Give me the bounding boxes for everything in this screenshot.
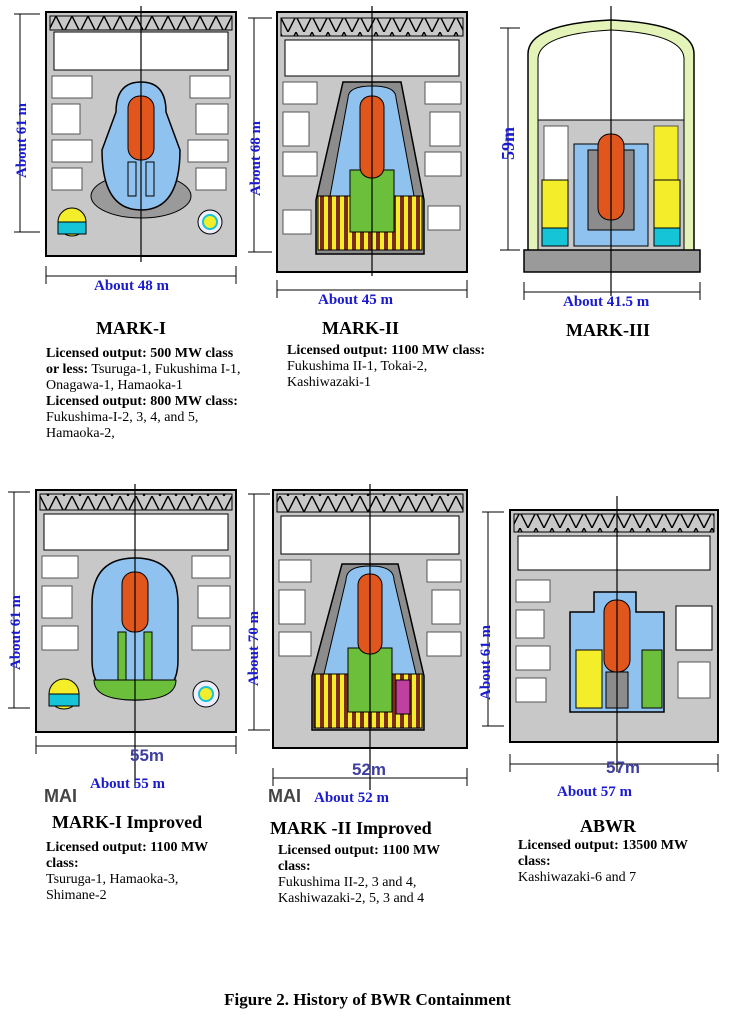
abwr-building xyxy=(509,496,719,772)
mark1-improved-height-label: About 61 m xyxy=(8,594,24,670)
mark1-width-label: About 48 m xyxy=(94,278,170,294)
mark1-improved-sketch-width: 55m xyxy=(130,746,165,765)
mark1-dimension-lines xyxy=(14,13,237,284)
abwr-dimension-lines xyxy=(482,511,719,772)
mark2-improved-partial-title: MAI xyxy=(268,786,301,806)
mark1-building xyxy=(45,6,237,262)
abwr-info-entry-1: Licensed output: 13500 MW class: xyxy=(518,838,688,869)
mark1-info: Licensed output: 500 MW class or less: T… xyxy=(46,346,246,442)
mark3-width-label: About 41.5 m xyxy=(563,294,650,310)
mark2-improved-info: Licensed output: 1100 MW class: Fukushim… xyxy=(278,843,458,907)
mark1-improved-building xyxy=(35,484,237,788)
mark1-improved-width-label: About 55 m xyxy=(90,776,166,792)
mark2-improved-title: MARK -II Improved xyxy=(270,818,432,838)
mark2-width-label: About 45 m xyxy=(318,292,394,308)
mark2-improved-info-entry-1: Licensed output: 1100 MW class: xyxy=(278,843,440,874)
mark2-improved-dimension-lines xyxy=(248,493,468,786)
mark1-improved-info-entry-1: Licensed output: 1100 MW class: xyxy=(46,840,208,871)
mark2-improved-info-entry-2: Fukushima II-2, 3 and 4, Kashiwazaki-2, … xyxy=(278,875,425,906)
mark2-info-entry-1: Licensed output: 1100 MW class: Fukushim… xyxy=(287,343,486,390)
abwr-width-label: About 57 m xyxy=(557,784,633,800)
mark1-improved-info-entry-2: Tsuruga-1, Hamaoka-3, Shimane-2 xyxy=(46,872,179,903)
mark1-height-label: About 61 m xyxy=(14,102,30,178)
mark2-height-label: About 68 m xyxy=(248,120,264,196)
abwr-sketch-width: 57m xyxy=(606,758,641,777)
figure-caption: Figure 2. History of BWR Containment xyxy=(224,990,511,1009)
mark2-dimension-lines xyxy=(248,17,468,298)
mark1-improved-partial-title: MAI xyxy=(44,786,77,806)
mark1-improved-info: Licensed output: 1100 MW class: Tsuruga-… xyxy=(46,840,226,904)
mark2-improved-sketch-width: 52m xyxy=(352,760,387,779)
abwr-info-entry-2: Kashiwazaki-6 and 7 xyxy=(518,870,637,885)
mark1-info-entry-1: Licensed output: 500 MW class or less: T… xyxy=(46,346,241,393)
mark3-height-label: 59m xyxy=(498,127,518,160)
mark2-improved-building xyxy=(272,484,468,790)
mark2-info: Licensed output: 1100 MW class: Fukushim… xyxy=(287,343,487,391)
mark2-building xyxy=(276,6,468,276)
mark1-info-entry-2: Licensed output: 800 MW class: Fukushima… xyxy=(46,394,238,441)
mark2-improved-height-label: About 70 m xyxy=(246,610,262,686)
mark3-dimension-lines xyxy=(500,27,701,300)
mark3-title: MARK-III xyxy=(566,320,650,340)
mark1-improved-title: MARK-I Improved xyxy=(52,812,203,832)
mark1-improved-dimension-lines xyxy=(8,491,237,754)
abwr-title: ABWR xyxy=(580,816,637,836)
mark2-improved-width-label: About 52 m xyxy=(314,790,390,806)
mark2-title: MARK-II xyxy=(322,318,399,338)
mark1-title: MARK-I xyxy=(96,318,166,338)
abwr-height-label: About 61 m xyxy=(478,624,494,700)
abwr-info: Licensed output: 13500 MW class: Kashiwa… xyxy=(518,838,698,886)
mark3-building xyxy=(523,6,701,296)
